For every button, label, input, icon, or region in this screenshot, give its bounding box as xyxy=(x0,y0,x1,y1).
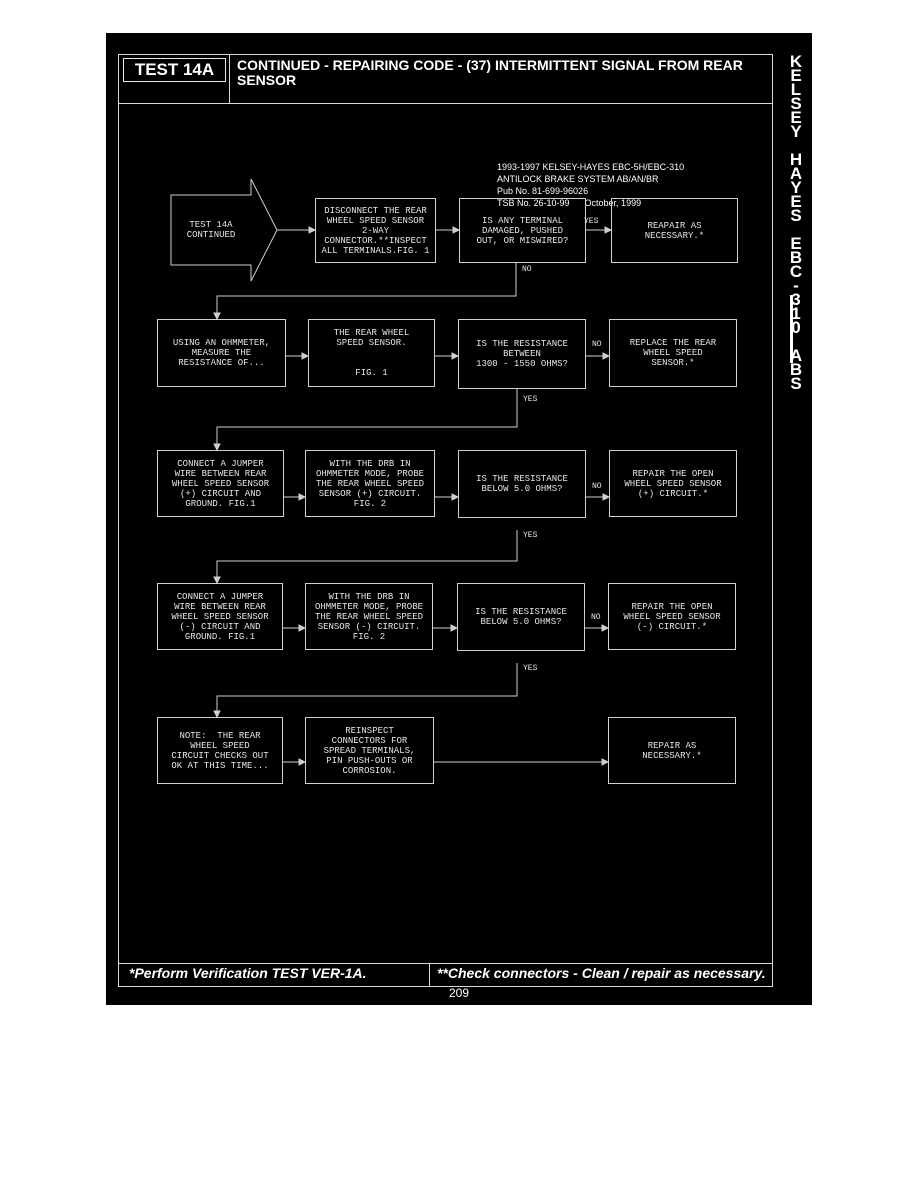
flowchart-connectors xyxy=(170,178,613,766)
note-circuit-ok: NOTE: THE REAR WHEEL SPEED CIRCUIT CHECK… xyxy=(157,717,283,784)
side-letter: Y xyxy=(790,122,802,141)
label-no: NO xyxy=(592,482,602,491)
footnote-connectors: **Check connectors - Clean / repair as n… xyxy=(437,965,766,981)
page-number: 209 xyxy=(448,986,470,1000)
step-probe-plus-circuit: WITH THE DRB IN OHMMETER MODE, PROBE THE… xyxy=(305,450,435,517)
step-ohmmeter-measure: USING AN OHMMETER, MEASURE THE RESISTANC… xyxy=(157,319,286,387)
side-letter: E xyxy=(790,234,802,253)
decision-terminal-damaged: IS ANY TERMINAL DAMAGED, PUSHED OUT, OR … xyxy=(459,198,586,263)
side-letter: Y xyxy=(790,178,802,197)
decision-resistance-below-5-plus: IS THE RESISTANCE BELOW 5.0 OHMS? xyxy=(458,450,586,518)
info-line: ANTILOCK BRAKE SYSTEM AB/AN/BR xyxy=(497,174,659,184)
side-section-marker xyxy=(790,295,793,363)
info-line: TSB No. 26-10-99 October, 1999 xyxy=(497,198,642,208)
label-yes: YES xyxy=(523,395,538,404)
page-frame: TEST 14A CONTINUED - REPAIRING CODE - (3… xyxy=(118,54,773,987)
side-letter: B xyxy=(789,248,803,267)
label-yes: YES xyxy=(584,217,599,226)
page-title: CONTINUED - REPAIRING CODE - (37) INTERM… xyxy=(237,57,743,88)
side-letter: E xyxy=(790,108,802,127)
start-node-label: TEST 14A CONTINUED xyxy=(186,220,236,240)
decision-resistance-below-5-minus: IS THE RESISTANCE BELOW 5.0 OHMS? xyxy=(457,583,585,651)
footnote-verification: *Perform Verification TEST VER-1A. xyxy=(129,965,367,981)
side-letter: S xyxy=(790,206,802,225)
side-letter: S xyxy=(790,374,802,393)
step-reinspect-connectors: REINSPECT CONNECTORS FOR SPREAD TERMINAL… xyxy=(305,717,434,784)
header-divider xyxy=(229,55,230,103)
step-probe-minus-circuit: WITH THE DRB IN OHMMETER MODE, PROBE THE… xyxy=(305,583,433,650)
action-replace-sensor: REPLACE THE REAR WHEEL SPEED SENSOR.* xyxy=(609,319,737,387)
test-id-box: TEST 14A xyxy=(123,58,226,82)
side-letter: E xyxy=(790,192,802,211)
side-letter: B xyxy=(789,360,803,379)
footer-divider xyxy=(429,963,430,987)
side-letter: - xyxy=(793,276,799,295)
side-letter: 1 xyxy=(791,304,801,323)
side-letter: L xyxy=(790,80,802,99)
step-jumper-plus-circuit: CONNECT A JUMPER WIRE BETWEEN REAR WHEEL… xyxy=(157,450,284,517)
side-letter: E xyxy=(790,66,802,85)
label-no: NO xyxy=(591,613,601,622)
step-disconnect-connector: DISCONNECT THE REAR WHEEL SPEED SENSOR 2… xyxy=(315,198,436,263)
action-repair-open-plus: REPAIR THE OPEN WHEEL SPEED SENSOR (+) C… xyxy=(609,450,737,517)
step-jumper-minus-circuit: CONNECT A JUMPER WIRE BETWEEN REAR WHEEL… xyxy=(157,583,283,650)
header-rule xyxy=(119,103,772,104)
side-letter: A xyxy=(789,164,803,183)
label-yes: YES xyxy=(523,531,538,540)
step-rear-wheel-sensor: THE REAR WHEEL SPEED SENSOR. FIG. 1 xyxy=(308,319,435,387)
side-letter: 0 xyxy=(791,318,801,337)
footer-rule xyxy=(119,963,772,964)
info-line: 1993-1997 KELSEY-HAYES EBC-5H/EBC-310 xyxy=(497,162,685,172)
start-shape xyxy=(170,178,278,282)
action-repair-open-minus: REPAIR THE OPEN WHEEL SPEED SENSOR (-) C… xyxy=(608,583,736,650)
action-repair-necessary-1: REAPAIR AS NECESSARY.* xyxy=(611,198,738,263)
decision-resistance-range: IS THE RESISTANCE BETWEEN 1300 - 1550 OH… xyxy=(458,319,586,389)
label-no: NO xyxy=(522,265,532,274)
info-line: Pub No. 81-699-96026 xyxy=(497,186,589,196)
side-letter: S xyxy=(790,94,802,113)
side-letter: 3 xyxy=(791,290,801,309)
label-yes: YES xyxy=(523,664,538,673)
side-letter: H xyxy=(789,150,803,169)
side-letter: C xyxy=(789,262,803,281)
action-repair-necessary-2: REPAIR AS NECESSARY.* xyxy=(608,717,736,784)
side-letter: K xyxy=(789,52,803,71)
label-no: NO xyxy=(592,340,602,349)
manual-page: TEST 14A CONTINUED - REPAIRING CODE - (3… xyxy=(106,33,812,1005)
